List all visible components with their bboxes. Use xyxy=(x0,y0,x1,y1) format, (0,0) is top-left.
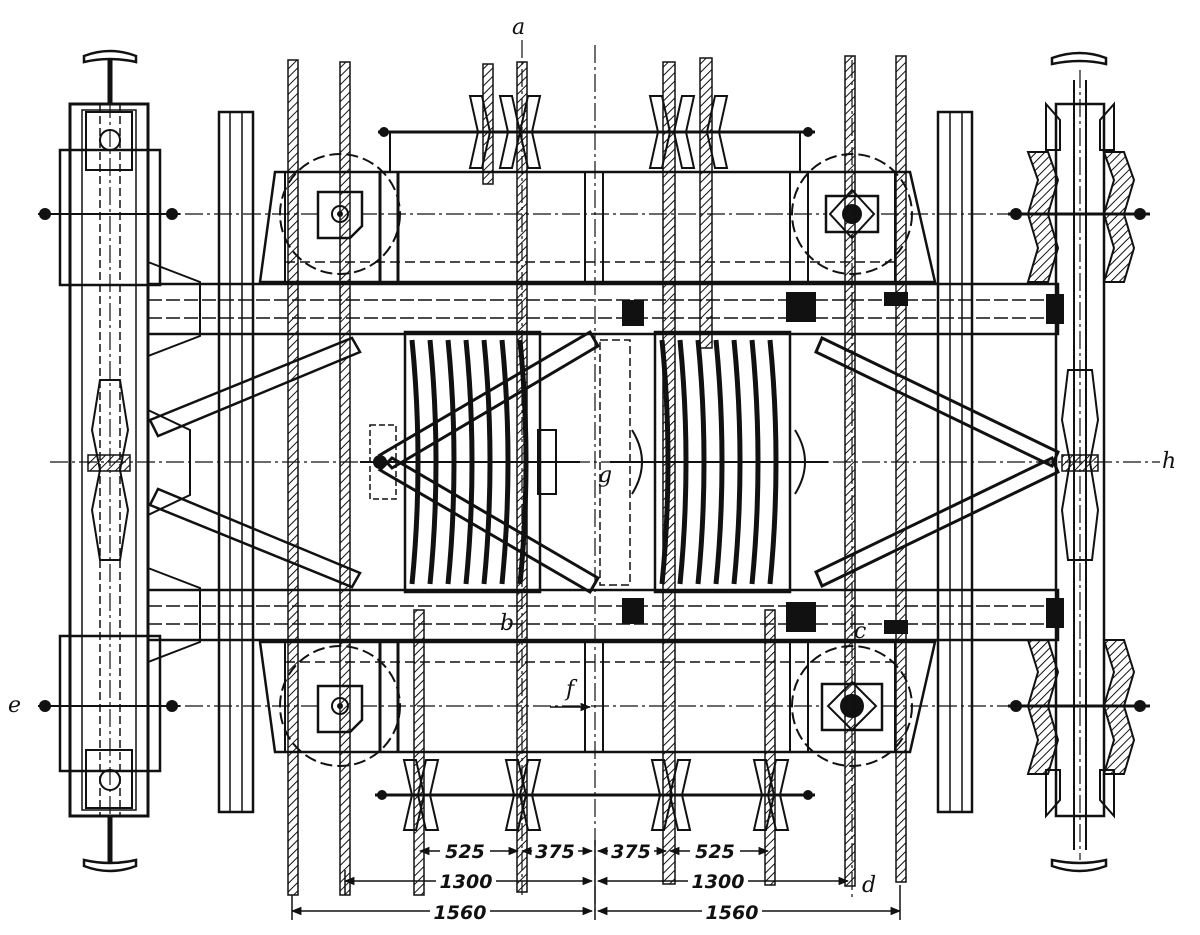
reference-labels: a b c d e f g h xyxy=(8,15,1176,898)
right-rail xyxy=(936,110,974,814)
left-rail xyxy=(217,110,255,814)
label-b: b xyxy=(500,611,514,636)
label-f: f xyxy=(564,677,578,702)
bolt-clusters xyxy=(622,292,1064,634)
label-a: a xyxy=(512,15,525,40)
dim-1560-left: 1560 xyxy=(434,902,487,924)
dim-375-left: 375 xyxy=(535,841,575,863)
dim-1300-left: 1300 xyxy=(440,871,493,893)
main-frame xyxy=(258,153,937,767)
right-rope-drum xyxy=(599,330,828,594)
right-end-carriage xyxy=(1008,51,1150,873)
lower-sheave-shaft xyxy=(375,759,815,831)
dim-1560-right: 1560 xyxy=(706,902,759,924)
upper-sheave-shaft xyxy=(378,95,815,172)
diagonal-bracing xyxy=(148,329,1060,595)
label-h: h xyxy=(1162,449,1176,474)
dim-525-left: 525 xyxy=(445,841,485,863)
left-end-carriage xyxy=(38,49,180,873)
left-rope-drum xyxy=(360,330,580,594)
label-c: c xyxy=(854,619,866,644)
dim-525-right: 525 xyxy=(695,841,735,863)
dim-1300-right: 1300 xyxy=(692,871,745,893)
dimension-text: 525 375 375 525 1300 1300 1560 1560 xyxy=(430,838,762,924)
label-d: d xyxy=(862,873,876,898)
dim-375-right: 375 xyxy=(611,841,651,863)
label-e: e xyxy=(8,693,21,718)
label-g: g xyxy=(598,463,612,488)
